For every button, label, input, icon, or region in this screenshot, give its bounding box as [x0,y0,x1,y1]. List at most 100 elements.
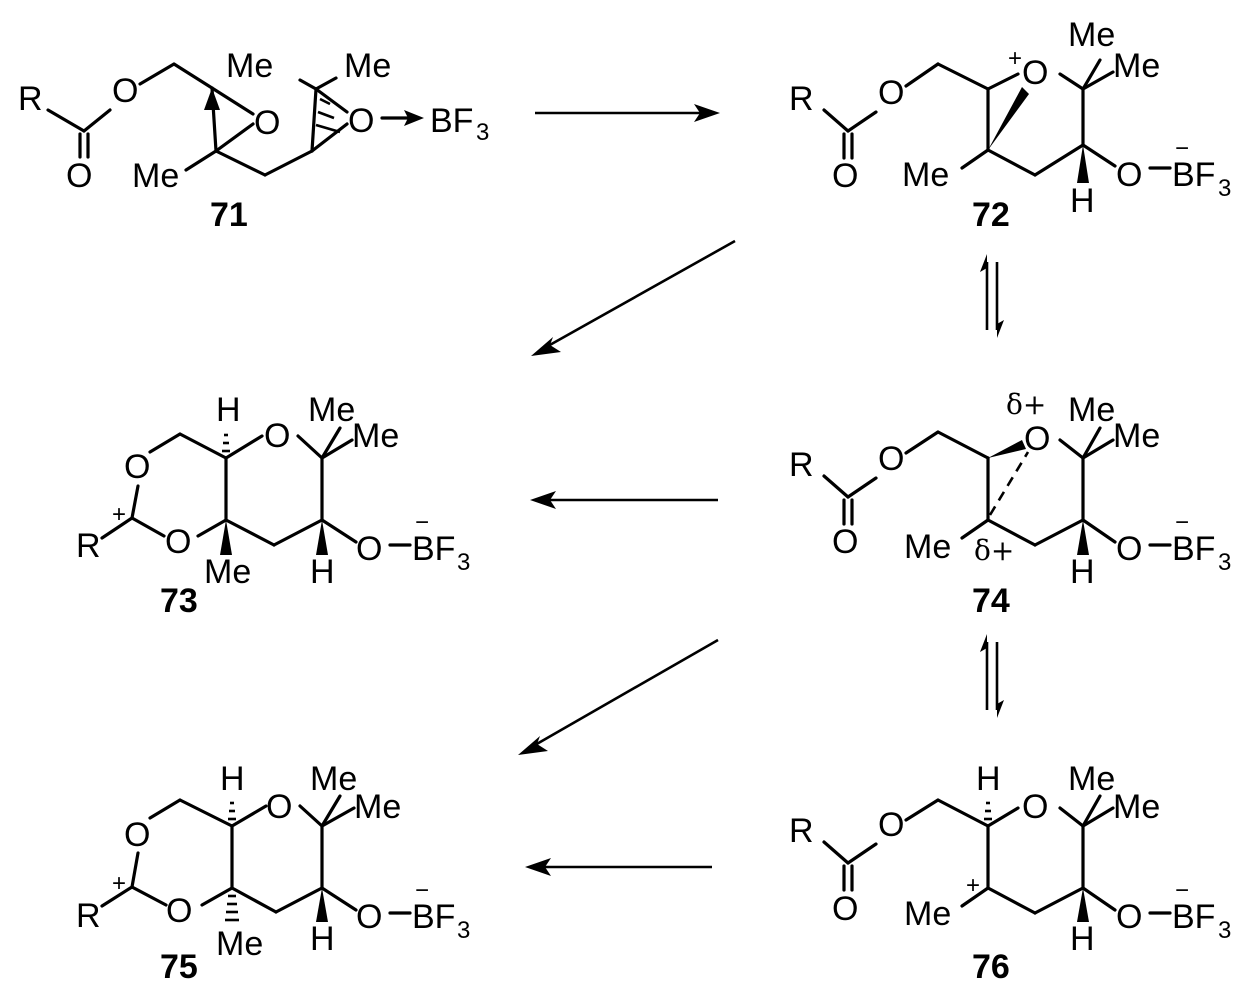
label-H: H [1070,553,1095,591]
label-O: O [165,523,191,561]
label-R: R [789,812,814,850]
label-subscript-3: 3 [457,549,470,576]
label-O: O [1024,420,1050,458]
label-R: R [76,527,101,565]
label-delta-plus: δ+ [974,534,1014,567]
equilibrium-74-76 [980,634,1004,718]
label-Me: Me [1113,47,1160,85]
label-O: O [348,102,374,140]
label-Me: Me [904,528,951,566]
compound-number-73: 73 [160,582,198,620]
label-Me: Me [226,47,273,85]
label-H: H [216,391,241,429]
compound-number-74: 74 [972,582,1010,620]
compound-75: H O Me Me O O + R Me H O BF − 3 75 [76,760,470,986]
label-plus-charge: + [112,501,126,528]
arrow-71-to-72 [535,104,720,122]
label-O: O [878,440,904,478]
compound-71: R O O O Me Me Me O BF 3 71 [18,47,489,234]
compound-number-72: 72 [972,196,1010,234]
label-Me: Me [216,925,263,963]
label-O: O [1116,530,1142,568]
label-H: H [1070,182,1095,220]
compound-74: R O O O δ+ Me Me Me δ+ H O BF − 3 74 [789,388,1231,620]
label-minus-charge: − [1175,135,1189,162]
label-O: O [112,72,138,110]
label-minus-charge: − [415,509,429,536]
compound-number-75: 75 [160,948,198,986]
label-R: R [18,80,43,118]
label-Me: Me [344,47,391,85]
label-minus-charge: − [415,877,429,904]
label-Me: Me [1113,417,1160,455]
label-plus-charge: + [112,870,126,897]
label-delta-plus: δ+ [1006,388,1046,421]
label-plus-charge: + [966,872,980,899]
label-O: O [266,788,292,826]
label-minus-charge: − [1175,509,1189,536]
label-Me: Me [1068,760,1115,798]
label-O: O [1116,156,1142,194]
label-plus-charge: + [1008,45,1022,72]
label-subscript-3: 3 [1218,917,1231,944]
arrow-74-to-75 [518,638,719,755]
label-BF: BF [1172,156,1215,194]
label-O: O [66,157,92,195]
compound-number-76: 76 [972,948,1010,986]
label-O: O [1022,54,1048,92]
label-Me: Me [310,760,357,798]
label-subscript-3: 3 [1218,175,1231,202]
label-O: O [832,523,858,561]
label-H: H [220,760,245,798]
label-O: O [264,417,290,455]
label-O: O [1022,788,1048,826]
label-Me: Me [354,788,401,826]
equilibrium-72-74 [980,254,1004,338]
label-O: O [254,104,280,142]
label-Me: Me [1068,391,1115,429]
arrow-74-to-73 [530,491,718,509]
label-O: O [878,806,904,844]
label-O: O [124,816,150,854]
label-Me: Me [308,391,355,429]
label-H: H [1070,920,1095,958]
label-BF: BF [1172,898,1215,936]
label-Me: Me [204,553,251,591]
label-H: H [976,760,1001,798]
compound-72: R O O O + Me Me Me H O BF − 3 72 [789,16,1231,234]
reaction-arrows [518,104,1004,876]
label-O: O [356,898,382,936]
label-O: O [832,890,858,928]
arrow-72-to-73 [531,239,736,356]
label-subscript-3: 3 [457,917,470,944]
label-BF: BF [412,898,455,936]
label-H: H [310,920,335,958]
arrow-76-to-75 [525,858,712,876]
label-Me: Me [352,417,399,455]
label-subscript-3: 3 [1218,549,1231,576]
label-O: O [1116,898,1142,936]
label-O: O [356,530,382,568]
label-O: O [832,157,858,195]
label-R: R [76,897,101,935]
label-minus-charge: − [1175,877,1189,904]
label-Me: Me [902,156,949,194]
label-Me: Me [1068,16,1115,54]
label-O: O [878,74,904,112]
label-subscript-3: 3 [476,119,489,146]
label-BF: BF [430,102,473,140]
label-BF: BF [412,530,455,568]
label-Me: Me [1113,788,1160,826]
label-Me: Me [904,895,951,933]
label-Me: Me [132,157,179,195]
compound-76: R O O H O Me Me + Me H O BF − 3 76 [789,760,1231,986]
compound-73: H O Me Me O O + R Me H O BF − 3 73 [76,391,470,620]
label-O: O [124,448,150,486]
label-H: H [310,553,335,591]
label-O: O [166,892,192,930]
compound-number-71: 71 [210,196,248,234]
label-BF: BF [1172,530,1215,568]
label-R: R [789,446,814,484]
label-R: R [789,80,814,118]
